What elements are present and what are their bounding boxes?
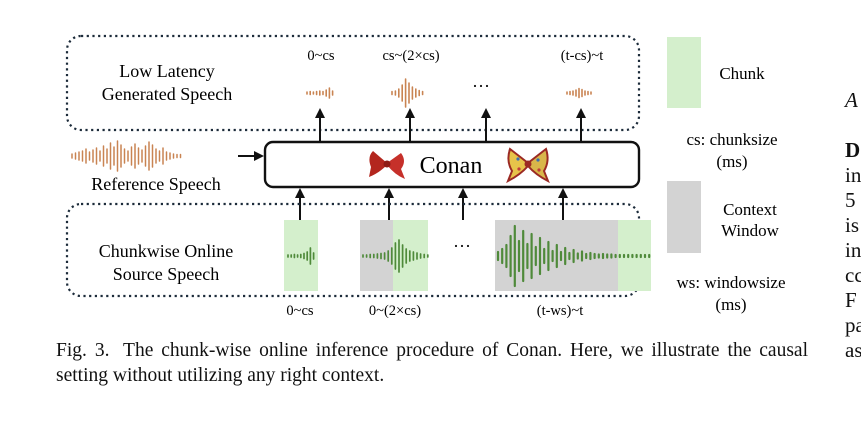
side-text-2: D [845,138,861,162]
legend-chunk-swatch [667,37,701,108]
input-chunk-label-1: 0~cs [286,303,314,319]
legend-context-line1: Context [723,200,777,219]
source-speech-label-2: Source Speech [113,264,219,284]
input-waveform-2 [362,239,429,273]
output-waveform-2 [391,78,424,108]
generated-speech-label-1: Low Latency [119,61,214,81]
legend-ws-line2: (ms) [715,295,746,314]
side-text-5: is [845,213,860,237]
legend-ws-line1: ws: windowsize [676,273,785,292]
side-text-1: A [845,88,858,112]
legend-cs-line1: cs: chunksize [686,130,777,149]
output-chunk-label-2: cs~(2×cs) [382,48,439,64]
red-bow-icon [369,151,405,179]
input-waveform-3 [496,224,651,288]
side-text-7: cc [845,263,861,287]
legend-context-line2: Window [721,221,780,240]
output-chunk-label-1: 0~cs [307,48,335,64]
output-waveform-1 [306,87,334,99]
figure-caption-text: The chunk-wise online inference procedur… [56,340,808,386]
side-text-8: F [845,288,857,312]
output-ellipsis: ··· [472,76,490,96]
side-text-10: as [845,338,861,362]
source-speech-box [65,202,641,298]
side-text-4: 5 [845,188,856,212]
side-text-9: pa [845,313,861,337]
output-chunk-label-3: (t-cs)~t [561,48,603,64]
input-chunk-label-2: 0~(2×cs) [369,303,421,319]
conan-label: Conan [420,153,483,179]
side-text-6: in [845,238,861,262]
output-waveform-3 [566,87,592,99]
input-ellipsis: ··· [453,236,471,256]
legend-chunk-label: Chunk [719,64,765,83]
reference-waveform [71,140,182,172]
decorative-bow-icon [506,147,550,184]
generated-speech-label-2: Generated Speech [102,84,232,104]
figure-number: Fig. 3. [56,340,110,361]
figure-caption: Fig. 3. The chunk-wise online inference … [56,338,808,388]
reference-speech-label: Reference Speech [91,174,220,194]
side-text-3: in [845,163,861,187]
input-chunk-label-3: (t-ws)~t [537,303,584,319]
generated-speech-box [65,34,641,132]
source-speech-label-1: Chunkwise Online [99,241,234,261]
legend-cs-line2: (ms) [716,152,747,171]
input-waveform-1 [287,247,315,265]
legend-context-swatch [667,181,701,253]
